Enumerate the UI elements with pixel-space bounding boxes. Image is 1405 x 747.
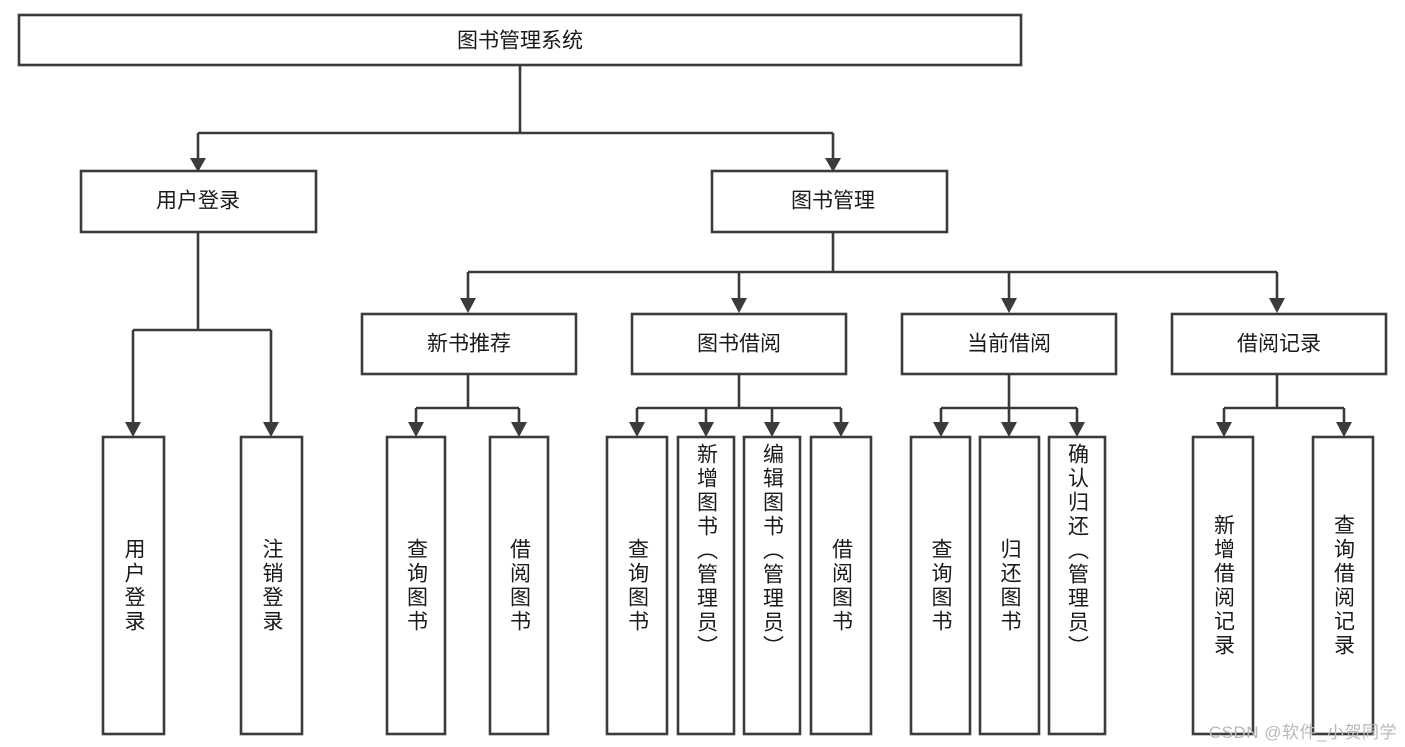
edges-layer	[125, 65, 1352, 437]
node-borrow-record-label: 借阅记录	[1237, 333, 1321, 356]
arrowhead-leaf-user-login	[125, 422, 141, 437]
arrowhead-current-borrow	[1001, 298, 1017, 313]
arrowhead-br-leaf-2	[1336, 422, 1352, 437]
edge-new-book-trunk	[414, 374, 521, 425]
leaf-bb-borrow-book-box[interactable]	[809, 435, 873, 736]
arrowhead-cb-leaf-2	[1001, 422, 1017, 437]
leaf-cb-return-book-box[interactable]	[978, 435, 1041, 736]
leaf-bb-add-book-box[interactable]	[676, 435, 736, 736]
node-user-login-box[interactable]	[79, 169, 318, 234]
node-current-borrow-label: 当前借阅	[967, 333, 1051, 356]
leaf-br-query-record-box[interactable]	[1311, 435, 1375, 736]
edge-user-login-trunk	[131, 232, 273, 425]
arrowhead-bb-leaf-2	[698, 422, 714, 437]
edge-root-trunk	[196, 65, 835, 160]
arrowhead-nb-leaf-1	[408, 422, 424, 437]
arrowhead-leaf-logout	[263, 422, 279, 437]
arrowhead-nb-leaf-2	[511, 422, 527, 437]
node-new-book-recommend-box[interactable]	[360, 312, 578, 376]
arrowhead-book-manage	[825, 158, 841, 172]
edge-borrow-record-trunk	[1222, 374, 1346, 425]
arrowhead-br-leaf-1	[1216, 422, 1232, 437]
leaf-nb-borrow-book-box[interactable]	[488, 435, 550, 736]
node-book-manage-box[interactable]	[710, 169, 949, 234]
leaf-bb-edit-book-box[interactable]	[742, 435, 802, 736]
arrowhead-user-login	[190, 158, 206, 172]
arrowhead-borrow-record	[1269, 298, 1285, 313]
node-root-label: 图书管理系统	[457, 30, 583, 53]
csdn-watermark: CSDN @软件_小贺同学	[1208, 723, 1397, 742]
arrowhead-book-borrow	[731, 298, 747, 313]
leaf-nb-query-book-box[interactable]	[385, 435, 447, 736]
edge-book-borrow-trunk	[635, 374, 843, 425]
arrowhead-bb-leaf-4	[833, 422, 849, 437]
arrowhead-new-book	[460, 298, 476, 313]
arrowhead-bb-leaf-3	[764, 422, 780, 437]
edge-current-borrow-trunk	[939, 374, 1079, 425]
node-borrow-record-box[interactable]	[1170, 312, 1388, 376]
node-new-book-recommend-label: 新书推荐	[427, 333, 511, 356]
leaf-user-login-box[interactable]	[101, 435, 166, 736]
leaf-bb-query-book-box[interactable]	[605, 435, 669, 736]
node-book-borrow-label: 图书借阅	[697, 333, 781, 356]
nodes-layer: 图书管理系统 用户登录 图书管理 新书推荐 图书借阅 当前借阅 借阅记录	[17, 13, 1388, 736]
node-current-borrow-box[interactable]	[900, 312, 1118, 376]
edge-book-manage-trunk	[466, 232, 1279, 300]
arrowhead-cb-leaf-1	[933, 422, 949, 437]
leaf-logout-box[interactable]	[239, 435, 304, 736]
node-root-box[interactable]	[17, 13, 1023, 67]
arrowhead-bb-leaf-1	[629, 422, 645, 437]
leaf-cb-confirm-return-box[interactable]	[1047, 435, 1107, 736]
node-user-login-label: 用户登录	[156, 190, 240, 213]
leaf-cb-query-book-box[interactable]	[909, 435, 972, 736]
node-book-manage-label: 图书管理	[791, 190, 875, 213]
node-book-borrow-box[interactable]	[630, 312, 848, 376]
arrowhead-cb-leaf-3	[1069, 422, 1085, 437]
leaf-br-add-record-box[interactable]	[1191, 435, 1255, 736]
